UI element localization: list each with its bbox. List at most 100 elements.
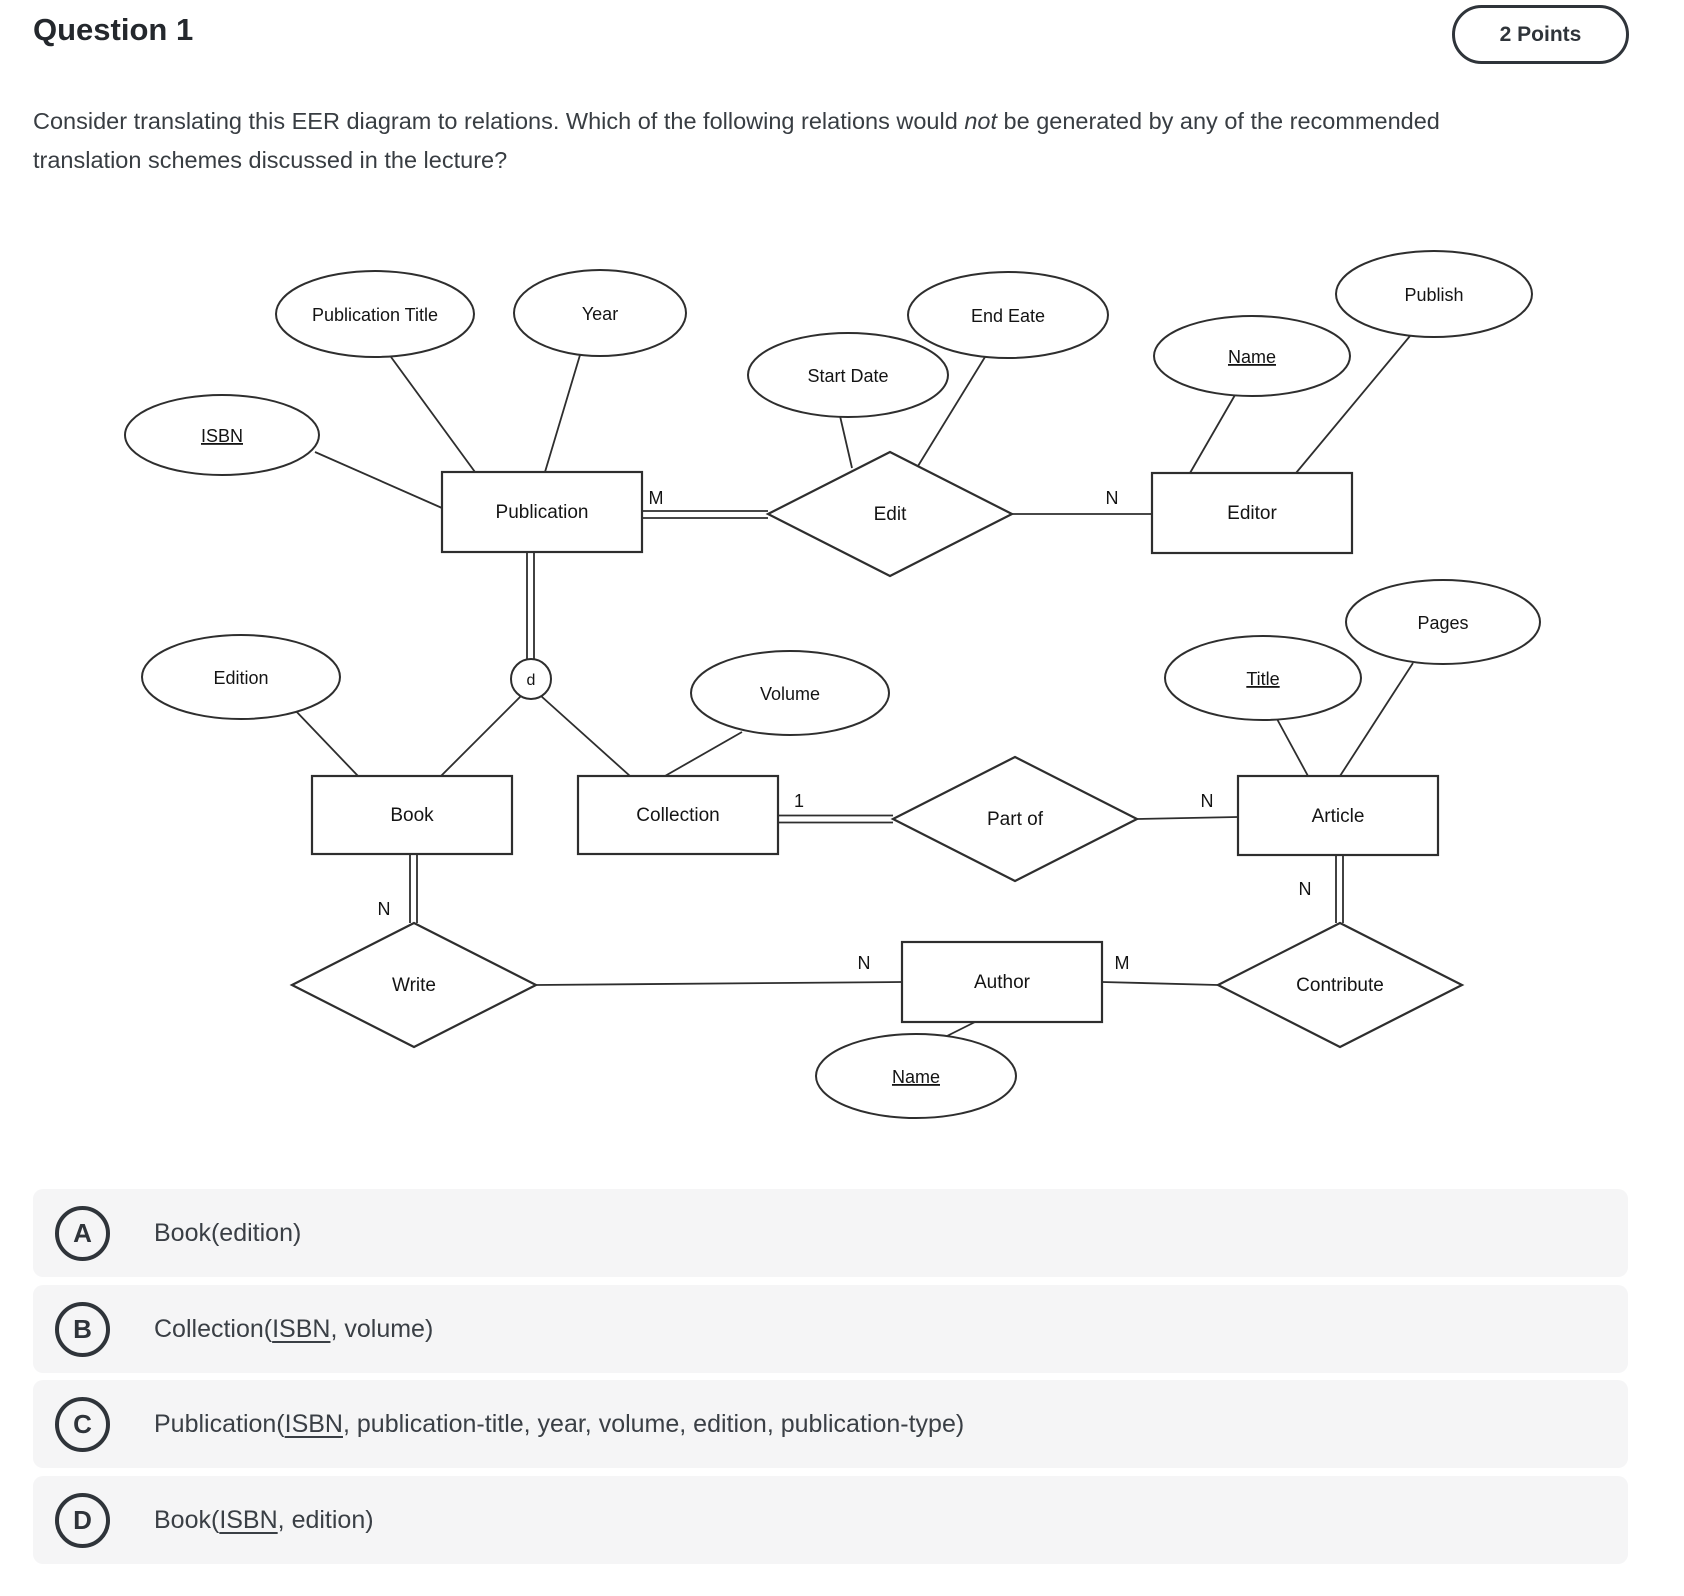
attribute-author-name-ellipse [815, 1033, 1017, 1119]
relationship-edit-diamond [765, 450, 1015, 578]
answer-option-b[interactable]: B Collection(ISBN, volume) [33, 1285, 1628, 1373]
entity-author: Author [900, 940, 1104, 1024]
answer-option-d-prefix: Book( [154, 1505, 220, 1534]
entity-book-label: Book [390, 805, 434, 826]
relationship-part-of: Part of [890, 755, 1140, 883]
attribute-start-date: Start Date [747, 332, 949, 418]
answer-option-d-key: ISBN [219, 1505, 278, 1534]
attribute-pages: Pages [1345, 579, 1541, 665]
specialization-d: d [510, 658, 552, 700]
cardinality-edit-editor: N [1106, 488, 1119, 508]
entity-article: Article [1236, 774, 1440, 857]
entity-publication-rect [440, 470, 644, 554]
cardinality-author-contribute: M [1115, 953, 1130, 973]
connector-year-publication [544, 354, 581, 473]
answer-option-c-suffix: , publication-title, year, volume, editi… [343, 1409, 965, 1438]
attribute-editor-name: Name [1153, 315, 1351, 397]
attribute-edition-label: Edition [213, 668, 268, 688]
attribute-title: Title [1164, 635, 1362, 721]
line-author-contribute [1101, 981, 1219, 986]
cardinality-publication-edit: M [649, 488, 664, 508]
relationship-edit-label: Edit [874, 504, 907, 525]
connector-pages-article [1339, 662, 1414, 777]
entity-editor-label: Editor [1227, 503, 1277, 524]
cardinality-article-contribute: N [1299, 879, 1312, 899]
attribute-year-ellipse [513, 269, 687, 357]
attribute-author-name-label: Name [892, 1067, 940, 1087]
question-text: Consider translating this EER diagram to… [33, 102, 1498, 180]
entity-author-label: Author [974, 972, 1031, 993]
attribute-author-name: Name [815, 1033, 1017, 1119]
attribute-volume-ellipse [690, 650, 890, 736]
attribute-start-date-ellipse [747, 332, 949, 418]
specialization-circle [510, 658, 552, 700]
answer-option-a-letter-badge: A [55, 1205, 110, 1261]
attribute-year: Year [513, 269, 687, 357]
answer-option-a-text: Book(edition) [154, 1219, 301, 1248]
entity-collection-label: Collection [636, 805, 719, 826]
answer-option-c[interactable]: C Publication(ISBN, publication-title, y… [33, 1380, 1628, 1468]
attribute-publish-label: Publish [1404, 285, 1463, 305]
line-d-book [440, 693, 524, 777]
connector-startdate-edit [839, 415, 853, 469]
entity-book-rect [310, 774, 514, 856]
cardinality-book-write: N [378, 899, 391, 919]
answer-option-c-letter-badge: C [55, 1396, 110, 1452]
answer-option-a[interactable]: A Book(edition) [33, 1189, 1628, 1277]
attribute-volume: Volume [690, 650, 890, 736]
connector-pubtitle-publication [390, 356, 476, 473]
attribute-volume-label: Volume [760, 684, 820, 704]
relationship-edit: Edit [765, 450, 1015, 578]
line-write-author [535, 981, 903, 986]
relationship-write-diamond [289, 921, 539, 1049]
attribute-isbn-label: ISBN [201, 426, 243, 446]
entity-author-rect [900, 940, 1104, 1024]
answer-option-b-suffix: , volume) [330, 1314, 434, 1343]
answer-option-a-prefix: Book(edition) [154, 1218, 302, 1247]
entity-publication: Publication [440, 470, 644, 554]
connector-edition-book [292, 707, 359, 777]
answer-option-d-suffix: , edition) [277, 1505, 374, 1534]
connector-publish-editor [1295, 335, 1411, 474]
points-badge: 2 Points [1452, 5, 1629, 64]
attribute-edition: Edition [141, 634, 341, 720]
connector-endeate-edit [917, 356, 986, 467]
entity-book: Book [310, 774, 514, 856]
relationship-part-of-diamond [890, 755, 1140, 883]
attribute-year-label: Year [582, 304, 618, 324]
entity-publication-label: Publication [496, 502, 589, 523]
connector-name-author [944, 1021, 976, 1038]
cardinality-write-author: N [858, 953, 871, 973]
attribute-start-date-label: Start Date [807, 366, 888, 386]
entity-collection: Collection [576, 774, 780, 856]
attribute-publish-ellipse [1335, 250, 1533, 338]
relationship-contribute-diamond [1215, 921, 1465, 1049]
specialization-label: d [527, 672, 536, 689]
entity-editor: Editor [1150, 471, 1354, 555]
attribute-publication-title: Publication Title [275, 270, 475, 358]
relationship-write: Write [289, 921, 539, 1049]
attribute-isbn: ISBN [124, 394, 320, 476]
answer-option-b-prefix: Collection( [154, 1314, 273, 1343]
entity-editor-rect [1150, 471, 1354, 555]
attribute-isbn-ellipse [124, 394, 320, 476]
cardinality-partof-article: N [1201, 791, 1214, 811]
relationship-contribute: Contribute [1215, 921, 1465, 1049]
attribute-end-eate-label: End Eate [971, 306, 1045, 326]
answer-option-b-key: ISBN [272, 1314, 331, 1343]
line-partof-article [1136, 816, 1239, 820]
answer-option-b-letter-badge: B [55, 1301, 110, 1357]
relationship-write-label: Write [392, 975, 436, 996]
attribute-title-ellipse [1164, 635, 1362, 721]
entity-collection-rect [576, 774, 780, 856]
attribute-editor-name-label: Name [1228, 347, 1276, 367]
entity-article-label: Article [1312, 806, 1365, 827]
attribute-end-eate-ellipse [907, 271, 1109, 359]
connector-isbn-publication [314, 451, 443, 509]
answer-option-b-text: Collection(ISBN, volume) [154, 1315, 433, 1344]
answer-option-c-prefix: Publication( [154, 1409, 285, 1438]
attribute-editor-name-ellipse [1153, 315, 1351, 397]
answer-option-d[interactable]: D Book(ISBN, edition) [33, 1476, 1628, 1564]
answer-option-d-letter-badge: D [55, 1492, 110, 1548]
